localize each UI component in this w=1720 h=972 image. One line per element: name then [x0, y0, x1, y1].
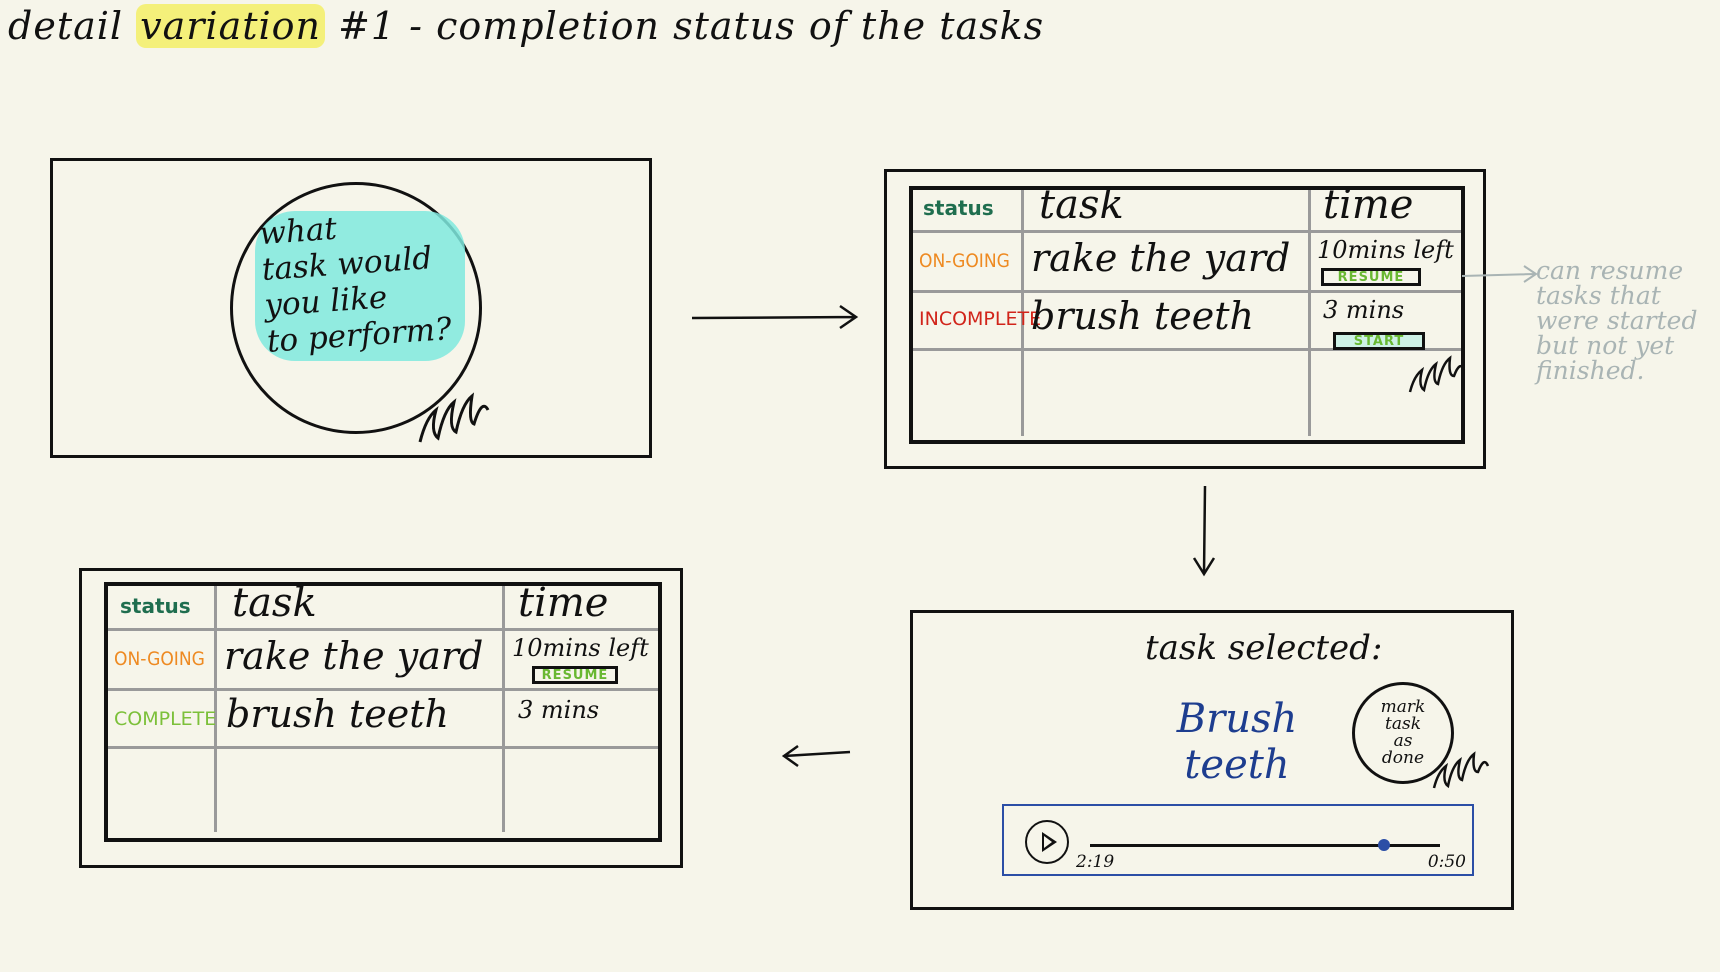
done-button-line: as: [1393, 731, 1413, 751]
row-task[interactable]: brush teeth: [226, 692, 450, 736]
row-task[interactable]: rake the yard: [224, 634, 484, 678]
row-status: ON-GOING: [919, 250, 1010, 272]
selected-task-name: Brush teeth: [1176, 696, 1298, 788]
row-time: 3 mins: [518, 696, 600, 724]
task-table-grid: status task time ON-GOING rake the yard …: [913, 182, 1461, 440]
row-time: 10mins left: [512, 634, 649, 662]
arrow-right-icon: [691, 304, 859, 330]
grid-line: [502, 586, 505, 832]
header-time: time: [518, 580, 609, 626]
timer-progress-thumb[interactable]: [1378, 839, 1390, 851]
grid-line: [108, 746, 658, 749]
grid-line: [1308, 190, 1311, 436]
header-task: task: [1039, 182, 1124, 228]
task-selected-screen: [910, 610, 1514, 910]
hand-tap-icon: [1408, 355, 1466, 393]
header-time: time: [1323, 182, 1414, 228]
done-button-line: task: [1385, 714, 1421, 734]
task-table: [909, 186, 1465, 444]
prompt-screen: [50, 158, 652, 458]
row-task[interactable]: rake the yard: [1031, 236, 1291, 280]
row-status: ON-GOING: [114, 648, 205, 670]
arrow-left-icon: [781, 744, 851, 768]
grid-line: [1021, 190, 1024, 436]
resume-button[interactable]: RESUME: [532, 666, 618, 684]
start-button[interactable]: START: [1333, 332, 1425, 350]
header-status: status: [120, 594, 191, 618]
hand-tap-icon: [1432, 751, 1490, 789]
annotation-note: can resume tasks that were started but n…: [1536, 256, 1698, 385]
prompt-question: what task would you like to perform?: [258, 202, 468, 360]
row-task[interactable]: brush teeth: [1031, 294, 1255, 338]
grid-line: [913, 230, 1461, 233]
prompt-highlight: [255, 211, 465, 361]
task-list-updated-screen: [79, 568, 683, 868]
row-status: COMPLETE: [114, 708, 217, 730]
play-icon[interactable]: [1025, 820, 1069, 864]
task-selected-label: task selected:: [1145, 628, 1383, 668]
note-arrow: [1461, 265, 1538, 283]
task-list-screen: [884, 169, 1486, 469]
resume-button[interactable]: RESUME: [1321, 268, 1421, 286]
grid-line: [913, 290, 1461, 293]
grid-line: [913, 348, 1461, 351]
timer-progress-track[interactable]: [1090, 839, 1440, 851]
prompt-bubble[interactable]: what task would you like to perform?: [230, 182, 482, 434]
task-table-updated-grid: status task time ON-GOING rake the yard …: [108, 580, 658, 838]
hand-tap-icon: [418, 392, 490, 443]
done-button-line: mark: [1380, 697, 1426, 717]
row-time: 10mins left: [1317, 236, 1454, 264]
timer-total: 0:50: [1427, 852, 1466, 872]
arrow-down-icon: [1192, 485, 1216, 577]
header-task: task: [232, 580, 317, 626]
row-status: INCOMPLETE: [919, 308, 1042, 330]
task-table-updated: [104, 582, 662, 842]
page-title: detail variation #1 - completion status …: [8, 4, 1044, 54]
timer-elapsed: 2:19: [1076, 852, 1115, 872]
row-time: 3 mins: [1323, 296, 1405, 324]
mark-done-button[interactable]: mark task as done: [1352, 682, 1454, 784]
title-suffix: #1 - completion status of the tasks: [325, 4, 1045, 48]
grid-line: [214, 586, 217, 832]
done-button-line: done: [1381, 748, 1425, 768]
timer-player: 2:19 0:50: [1002, 804, 1474, 876]
grid-line: [108, 628, 658, 631]
title-highlight: variation: [136, 4, 325, 48]
grid-line: [108, 688, 658, 691]
header-status: status: [923, 196, 994, 220]
title-prefix: detail: [8, 4, 137, 48]
